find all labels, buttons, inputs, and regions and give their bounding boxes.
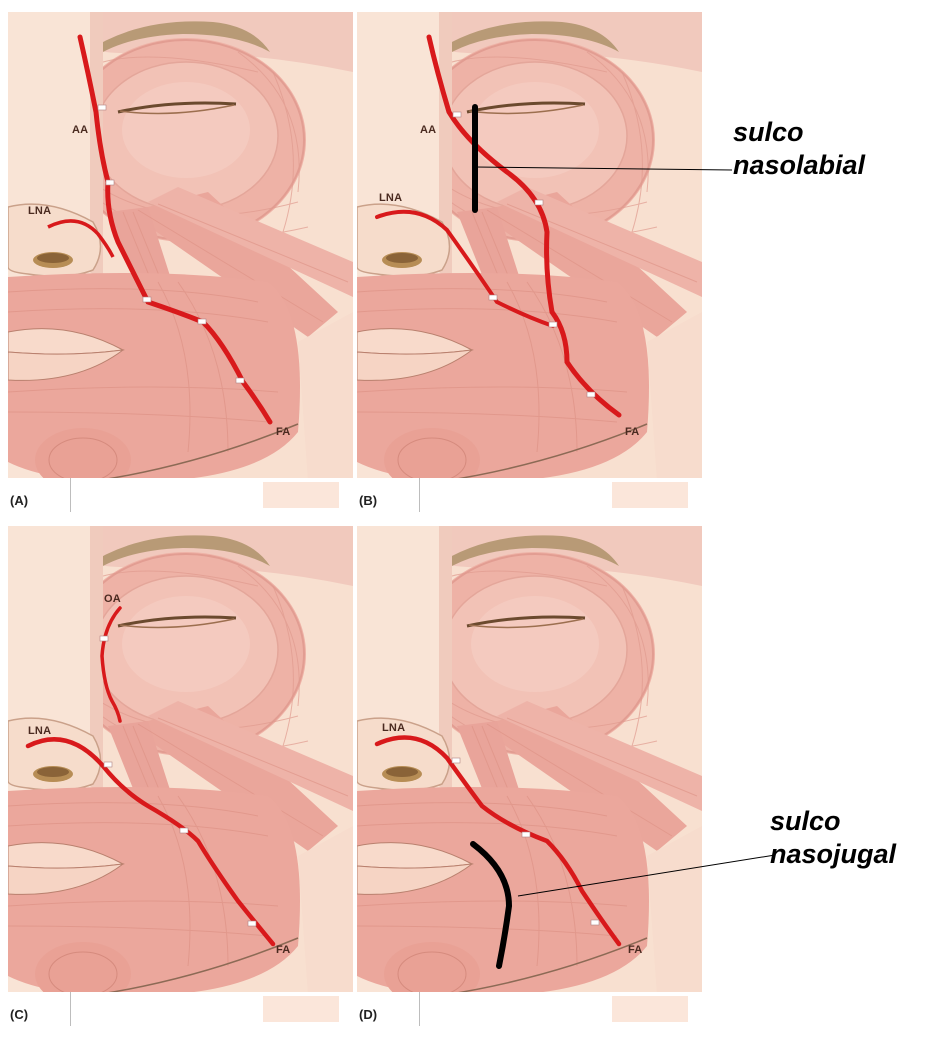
aa-label: AA xyxy=(420,124,436,136)
nasojugal-callout-line2: nasojugal xyxy=(770,838,896,871)
panel-label-c: (C) xyxy=(10,1007,28,1022)
fa-label: FA xyxy=(276,426,290,438)
panel-footer xyxy=(357,992,702,1026)
footer-divider xyxy=(70,992,71,1026)
oa-label: OA xyxy=(104,593,121,605)
footer-box xyxy=(612,482,688,508)
footer-box xyxy=(263,482,339,508)
nasolabial-callout-line2: nasolabial xyxy=(733,149,865,182)
panel-label-d: (D) xyxy=(359,1007,377,1022)
panel-label-a: (A) xyxy=(10,493,28,508)
panel-footer xyxy=(8,478,353,512)
fa-label: FA xyxy=(276,944,290,956)
lna-label: LNA xyxy=(28,205,51,217)
panel-footer xyxy=(357,478,702,512)
face-anatomy-illustration xyxy=(8,12,353,512)
face-anatomy-illustration xyxy=(357,12,702,512)
footer-box xyxy=(612,996,688,1022)
nasojugal-callout-line1: sulco xyxy=(770,805,896,838)
footer-box xyxy=(263,996,339,1022)
lna-label: LNA xyxy=(379,192,402,204)
panel-b: AA LNA FA (B) xyxy=(357,12,702,512)
panel-footer xyxy=(8,992,353,1026)
lna-label: LNA xyxy=(382,722,405,734)
panel-a: AA LNA FA (A) xyxy=(8,12,353,512)
nasojugal-callout: sulco nasojugal xyxy=(770,805,896,871)
aa-label: AA xyxy=(72,124,88,136)
face-anatomy-illustration xyxy=(8,526,353,1026)
panel-c: OA LNA FA (C) xyxy=(8,526,353,1026)
lna-label: LNA xyxy=(28,725,51,737)
footer-divider xyxy=(70,478,71,512)
panel-d: LNA FA (D) xyxy=(357,526,702,1026)
nasolabial-callout: sulco nasolabial xyxy=(733,116,865,182)
panel-label-b: (B) xyxy=(359,493,377,508)
fa-label: FA xyxy=(625,426,639,438)
footer-divider xyxy=(419,478,420,512)
face-anatomy-illustration xyxy=(357,526,702,1026)
fa-label: FA xyxy=(628,944,642,956)
footer-divider xyxy=(419,992,420,1026)
nasolabial-callout-line1: sulco xyxy=(733,116,865,149)
